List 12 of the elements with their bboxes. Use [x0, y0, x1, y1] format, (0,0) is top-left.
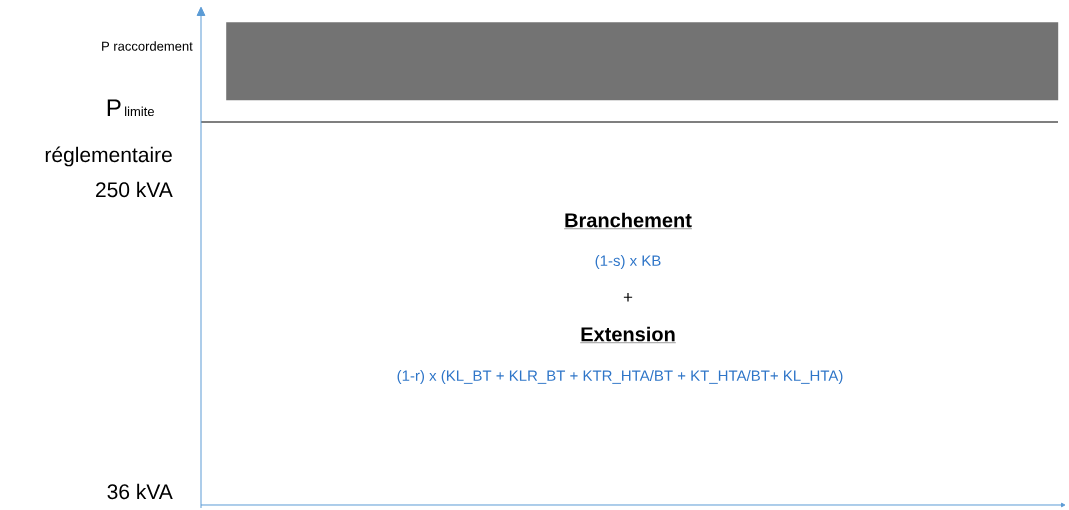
- axis-label: réglementaire: [45, 146, 172, 167]
- axis-label: 36 kVA: [107, 483, 173, 500]
- heading: Extension: [580, 326, 676, 343]
- heading: Branchement: [563, 212, 693, 229]
- axis-label: P raccordement: [102, 41, 193, 51]
- axis-label: limite: [125, 106, 154, 117]
- axis-label: 250 kVA: [96, 181, 173, 198]
- formula-text: (1-s) x KB: [595, 255, 661, 269]
- formula-text: (1-r) x (KL_BT + KLR_BT + KTR_HTA/BT + KT_HTA/BT+ KL_HTA): [397, 370, 843, 384]
- plus-sign: +: [623, 293, 633, 302]
- axis-label: P: [107, 99, 121, 116]
- shaded-band: [226, 22, 1059, 101]
